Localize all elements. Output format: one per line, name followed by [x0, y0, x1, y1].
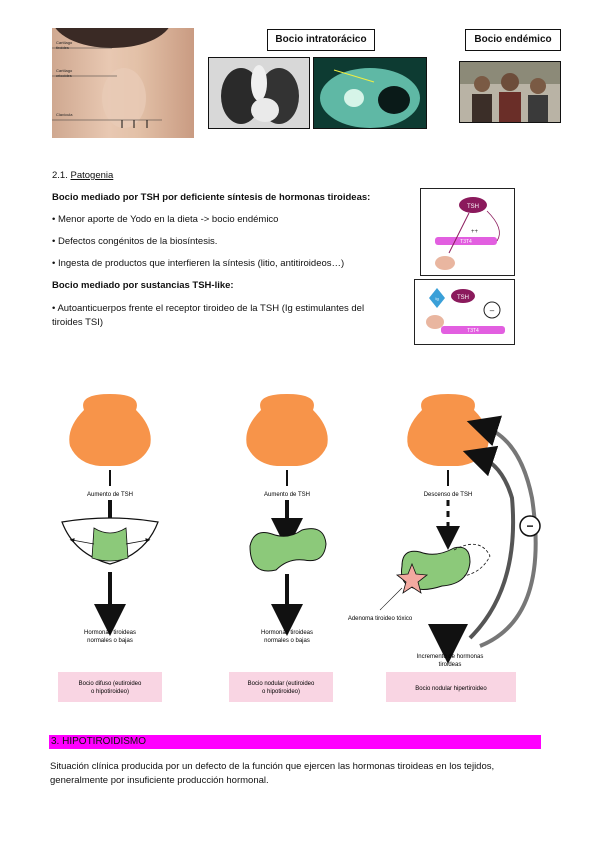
bullet-autoantibodies-line2: tiroides TSI): [52, 317, 104, 328]
neck-label-1: Cartílago tiroides: [56, 40, 73, 50]
mini-diagram-tsi: Ig TSH – T3T4: [414, 279, 515, 345]
neck-photo: Cartílago tiroides Cartílago cricoides C…: [52, 28, 194, 138]
output-2a: Hormonas tiroideas: [261, 630, 313, 636]
result-box-3: [386, 672, 516, 702]
mini-minus-text: –: [490, 306, 495, 315]
neck-label-3: Clavícula: [56, 112, 73, 117]
neck-illustration: [52, 28, 169, 128]
result-box-1a: Bocio difuso (eutiroideo: [79, 681, 142, 687]
mini-ig-text: Ig: [435, 296, 438, 301]
arrow-label-3: Descenso de TSH: [424, 492, 473, 498]
ct-scan-image: [314, 58, 426, 128]
bullet-autoantibodies-line1: • Autoanticuerpos frente el receptor tir…: [52, 303, 365, 314]
output-1b: normales o bajas: [87, 638, 133, 644]
output-3a: Incremento de hormonas: [417, 654, 484, 660]
column-nodular: Aumento de TSH Hormonas tiroideas normal…: [229, 394, 333, 702]
mechanism-diagram: Aumento de TSH Hormonas tiroideas normal…: [58, 394, 541, 702]
mini-tsh-text-2: TSH: [457, 295, 469, 301]
mini-diagram-tsh: TSH T3T4 ++: [420, 188, 515, 276]
thyroid-diffuse-inner: [91, 527, 129, 562]
mini-tsh-text: TSH: [467, 204, 479, 210]
feedback-arrow-outer: [466, 415, 538, 648]
column-hyper: Descenso de TSH Adenoma tiroideo tóxico …: [348, 394, 541, 702]
pituitary-shape-3: [407, 394, 489, 466]
column-diffuse: Aumento de TSH Hormonas tiroideas normal…: [58, 394, 162, 702]
section-heading: 2.1. Patogenia: [52, 169, 113, 182]
result-box-1: [58, 672, 162, 702]
adenoma-star: [395, 562, 429, 594]
heading-tsh-like: Bocio mediado por sustancias TSH-like:: [52, 280, 234, 291]
output-2b: normales o bajas: [264, 638, 310, 644]
xray-photo-frame: [208, 57, 310, 129]
heading-tsh-deficient: Bocio mediado por TSH por deficiente sín…: [52, 192, 371, 203]
mini-plus-text: ++: [471, 229, 479, 235]
feedback-arrow-inner: [462, 445, 516, 640]
endemic-photo-frame: [459, 61, 561, 123]
endemic-people-image: [460, 62, 560, 122]
feedback-minus-text: −: [526, 519, 533, 533]
intrathoracic-label: Bocio intratorácico: [267, 29, 375, 51]
endemic-label: Bocio endémico: [465, 29, 561, 51]
result-box-2a: Bocio nodular (eutiroideo: [248, 681, 315, 687]
hipotiroidismo-bar: 3. HIPOTIROIDISMO: [49, 735, 541, 749]
section-title: Patogenia: [70, 170, 114, 181]
hipotiroidismo-text-1: Situación clínica producida por un defec…: [50, 761, 495, 772]
result-box-1b: o hipotiroideo): [91, 689, 129, 695]
mini-diagram-tsi-svg: Ig TSH – T3T4: [426, 288, 505, 334]
mini-t3t4-text: T3T4: [460, 239, 472, 245]
arrow-label-1: Aumento de TSH: [87, 492, 133, 498]
bullet-ingestion: • Ingesta de productos que interfieren l…: [52, 258, 345, 269]
ct-photo-frame: [313, 57, 427, 129]
neck-label-2: Cartílago cricoides: [56, 68, 73, 78]
pituitary-shape-2: [246, 394, 328, 466]
result-box-2b: o hipotiroideo): [262, 689, 300, 695]
arrow-label-2: Aumento de TSH: [264, 492, 310, 498]
bullet-congenital: • Defectos congénitos de la biosíntesis.: [52, 236, 218, 247]
output-3b: tiroideas: [439, 662, 462, 668]
chest-xray-image: [209, 58, 309, 128]
hipotiroidismo-text-2: generalmente por insuficiente producción…: [50, 775, 269, 786]
section-number: 2.1.: [52, 170, 68, 181]
bullet-yodo: • Menor aporte de Yodo en la dieta -> bo…: [52, 214, 279, 225]
mini-diagram-tsh-svg: TSH T3T4 ++: [435, 197, 500, 270]
result-box-3a: Bocio nodular hipertiroideo: [415, 686, 487, 692]
thyroid-nodular: [249, 528, 327, 572]
adenoma-label: Adenoma tiroideo tóxico: [348, 616, 413, 622]
result-box-2: [229, 672, 333, 702]
output-1a: Hormonas tiroideas: [84, 630, 136, 636]
feedback-minus-circle: [519, 515, 541, 537]
mini-t3t4-text-2: T3T4: [467, 328, 479, 334]
pituitary-shape-1: [69, 394, 151, 466]
